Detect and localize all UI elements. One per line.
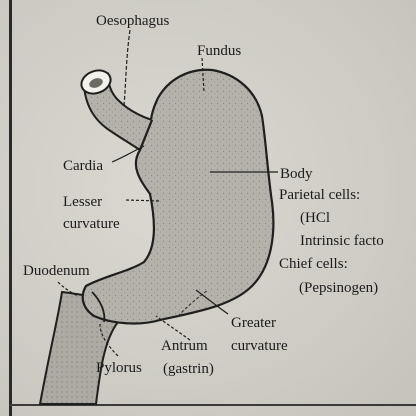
label-lesser-curvature-line1: Lesser (63, 194, 103, 210)
page-border-left (9, 0, 12, 416)
label-fundus: Fundus (197, 43, 242, 59)
label-antrum: Antrum (161, 338, 208, 354)
label-gastrin: (gastrin) (163, 361, 214, 377)
label-body: Body (280, 166, 313, 182)
label-lesser-curvature-line2: curvature (63, 216, 120, 232)
label-oesophagus: Oesophagus (96, 13, 170, 29)
pyloric-sphincter (91, 291, 106, 323)
leader-lines (57, 29, 278, 357)
label-duodenum: Duodenum (23, 263, 90, 279)
label-pepsinogen: (Pepsinogen) (299, 280, 379, 296)
label-cardia: Cardia (63, 158, 103, 174)
page-border-bottom (9, 404, 416, 406)
label-parietal-cells: Parietal cells: (279, 187, 361, 203)
label-pylorus: Pylorus (96, 360, 142, 376)
label-greater-curvature-line1: Greater (231, 315, 276, 331)
label-hcl: (HCl (300, 210, 330, 226)
label-chief-cells: Chief cells: (279, 256, 348, 272)
label-intrinsic-factor: Intrinsic facto (300, 233, 384, 249)
label-greater-curvature-line2: curvature (231, 338, 288, 354)
stomach-shape (81, 68, 275, 325)
